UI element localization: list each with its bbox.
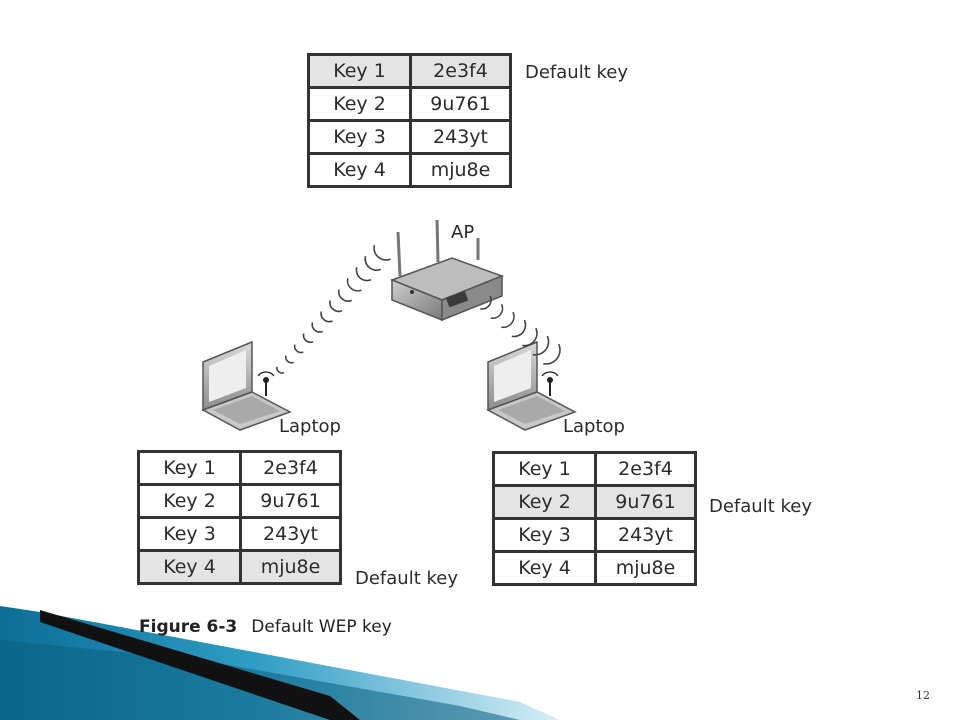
key-value: 2e3f4	[239, 450, 342, 486]
key-value: mju8e	[409, 152, 512, 188]
wave-arc	[511, 319, 527, 338]
wave-arc	[302, 333, 314, 343]
key-value: 2e3f4	[409, 53, 512, 89]
key-name: Key 1	[137, 450, 242, 486]
wave-arc	[320, 311, 333, 323]
key-name: Key 2	[492, 484, 597, 520]
key-name: Key 2	[137, 483, 242, 519]
key-value: mju8e	[239, 549, 342, 585]
key-name: Key 4	[137, 549, 242, 585]
figure-title: Default WEP key	[251, 617, 392, 637]
key-value: 9u761	[409, 86, 512, 122]
wave-arc	[490, 303, 504, 319]
wireless-signal-left	[276, 244, 391, 374]
key-value: 243yt	[594, 517, 697, 553]
wave-arc	[543, 343, 561, 365]
key-name: Key 4	[307, 152, 412, 188]
ap-label: AP	[451, 222, 474, 243]
wave-arc	[522, 327, 538, 347]
key-name: Key 2	[307, 86, 412, 122]
laptop-left-label: Laptop	[279, 416, 341, 437]
key-name: Key 1	[492, 451, 597, 487]
figure-caption: Figure 6-3 Default WEP key	[139, 617, 392, 637]
wave-arc	[285, 355, 294, 364]
key-value: 243yt	[239, 516, 342, 552]
key-value: 243yt	[409, 119, 512, 155]
default-key-label-right: Default key	[709, 496, 812, 517]
wave-arc	[480, 295, 492, 310]
key-value: 2e3f4	[594, 451, 697, 487]
slide-swoosh-decoration	[0, 606, 560, 720]
wave-arc	[337, 289, 352, 302]
key-name: Key 3	[137, 516, 242, 552]
wave-arc	[355, 266, 372, 282]
access-point-icon	[389, 219, 505, 322]
figure-number: Figure 6-3	[139, 617, 238, 637]
key-name: Key 3	[492, 517, 597, 553]
laptop-right-label: Laptop	[563, 416, 625, 437]
wave-arc	[501, 311, 515, 329]
wave-arc	[276, 366, 285, 374]
key-name: Key 3	[307, 119, 412, 155]
wave-arc	[532, 335, 550, 356]
wave-arc	[293, 344, 304, 354]
key-value: mju8e	[594, 550, 697, 586]
laptop-left-icon	[201, 340, 292, 431]
wave-arc	[346, 278, 362, 292]
key-value: 9u761	[239, 483, 342, 519]
wave-arc	[364, 256, 382, 271]
key-name: Key 1	[307, 53, 412, 89]
wave-arc	[311, 322, 324, 333]
wireless-signal-right	[480, 295, 561, 365]
key-value: 9u761	[594, 484, 697, 520]
default-key-label-top: Default key	[525, 62, 628, 83]
wave-arc	[329, 300, 343, 313]
page-number: 12	[916, 689, 930, 702]
key-name: Key 4	[492, 550, 597, 586]
default-key-label-left: Default key	[355, 568, 458, 589]
wave-arc	[373, 244, 391, 261]
laptop-right-icon	[486, 340, 577, 431]
